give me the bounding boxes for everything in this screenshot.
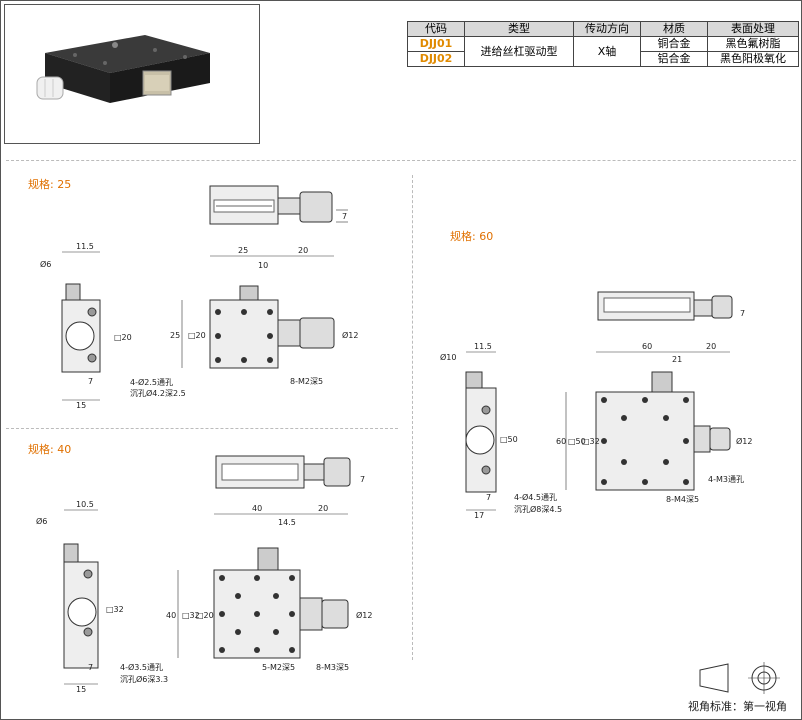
divider <box>6 428 398 429</box>
surface-cell: 黑色阳极氧化 <box>707 51 799 67</box>
table-row: DJJ01 进给丝杠驱动型 X轴 铜合金 黑色氟树脂 <box>407 36 799 67</box>
type-cell: 进给丝杠驱动型 <box>464 36 574 67</box>
divider <box>6 160 796 161</box>
drawing-60-top: 7 <box>597 291 745 321</box>
dim-text: Ø12 <box>342 330 358 340</box>
dim-text: 4-Ø2.5通孔 <box>130 377 173 387</box>
code-cell: DJJ02 <box>407 51 465 67</box>
view-symbol <box>699 662 780 694</box>
col-surface: 表面处理 <box>707 21 799 37</box>
col-direction: 传动方向 <box>573 21 641 37</box>
drawing-25-top: 7 <box>209 185 348 225</box>
dim-text: 8-M4深5 <box>666 495 699 504</box>
dim-text: 沉孔Ø4.2深2.5 <box>130 388 186 398</box>
product-photo <box>4 4 260 144</box>
dim-text: Ø6 <box>36 516 47 526</box>
dim-text: □20 <box>114 333 132 342</box>
spec-60-label: 规格: 60 <box>450 230 494 243</box>
dim-text: Ø12 <box>736 436 752 446</box>
dim-text: 10 <box>258 261 268 270</box>
dim-text: 15 <box>76 401 86 410</box>
dim-text: 11.5 <box>76 242 94 251</box>
dim-text: 20 <box>298 246 308 255</box>
dim-text: Ø6 <box>40 259 51 269</box>
dim-text: 4-Ø3.5通孔 <box>120 662 163 672</box>
drawing-40-top: 7 <box>215 455 365 489</box>
dim-text: □32 <box>582 437 600 446</box>
dim-text: 5-M2深5 <box>262 663 295 672</box>
dim-text: □32 <box>106 605 124 614</box>
dim-text: Ø10 <box>440 352 456 362</box>
drawing-25-side: 11.5 Ø6 □20 7 15 4-Ø2.5通孔 沉孔Ø4.2深2.5 <box>40 242 186 410</box>
dim-text: 15 <box>76 685 86 694</box>
dim-text: 7 <box>486 493 491 502</box>
dim-text: 7 <box>88 663 93 672</box>
dim-text: 40 <box>166 611 176 620</box>
dim-text: 20 <box>706 342 716 351</box>
dim-text: 11.5 <box>474 342 492 351</box>
table-row: DJJ02 铝合金 黑色阳极氧化 <box>407 51 799 67</box>
dim-text: 25 <box>170 331 180 340</box>
spec-40-label: 规格: 40 <box>28 443 72 456</box>
dim-text: 7 <box>342 212 347 221</box>
dim-text: 沉孔Ø6深3.3 <box>120 674 168 684</box>
dim-text: 10.5 <box>76 500 94 509</box>
dim-text: 60 <box>556 437 566 446</box>
drawing-40-front: 40 20 14.5 40 □32 □20 Ø12 5-M2深5 8-M3深5 <box>166 504 372 672</box>
drawing-60-side: 11.5 Ø10 □50 7 17 4-Ø4.5通孔 沉孔Ø8深4.5 <box>440 342 562 520</box>
dim-text: 7 <box>740 309 745 318</box>
direction-cell: X轴 <box>573 36 641 67</box>
col-type: 类型 <box>464 21 574 37</box>
spec-25-label: 规格: 25 <box>28 178 72 191</box>
dim-text: □20 <box>196 611 214 620</box>
dim-text: □32 <box>182 611 200 620</box>
dim-text: 40 <box>252 504 262 513</box>
dim-text: □20 <box>188 331 206 340</box>
spec-table: 代码 类型 传动方向 材质 表面处理 DJJ01 进给丝杠驱动型 X轴 铜合金 … <box>407 21 799 67</box>
dim-text: 7 <box>88 377 93 386</box>
dim-text: Ø12 <box>356 610 372 620</box>
dim-text: 4-M3通孔 <box>708 474 744 484</box>
dim-text: 60 <box>642 342 652 351</box>
dim-text: □50 <box>500 435 518 444</box>
drawing-40-side: 10.5 Ø6 □32 7 15 4-Ø3.5通孔 沉孔Ø6深3.3 <box>36 500 168 694</box>
dim-text: 7 <box>360 475 365 484</box>
dim-text: 4-Ø4.5通孔 <box>514 492 557 502</box>
divider <box>412 175 413 660</box>
dim-text: 8-M3深5 <box>316 663 349 672</box>
dim-text: 沉孔Ø8深4.5 <box>514 504 562 514</box>
dim-text: 8-M2深5 <box>290 377 323 386</box>
dim-text: 21 <box>672 355 682 364</box>
drawing-25-front: 25 20 10 25 □20 Ø12 8-M2深5 <box>170 246 358 386</box>
dim-text: 25 <box>238 246 248 255</box>
material-cell: 铝合金 <box>640 51 708 67</box>
dim-text: □50 <box>568 437 586 446</box>
dim-text: 14.5 <box>278 518 296 527</box>
drawing-60-front: 60 21 20 60 □50 □32 Ø12 4-M3通孔 8-M4深5 <box>556 342 752 504</box>
dim-text: 20 <box>318 504 328 513</box>
view-standard-note: 视角标准：第一视角 <box>688 700 787 713</box>
dim-text: 17 <box>474 511 484 520</box>
